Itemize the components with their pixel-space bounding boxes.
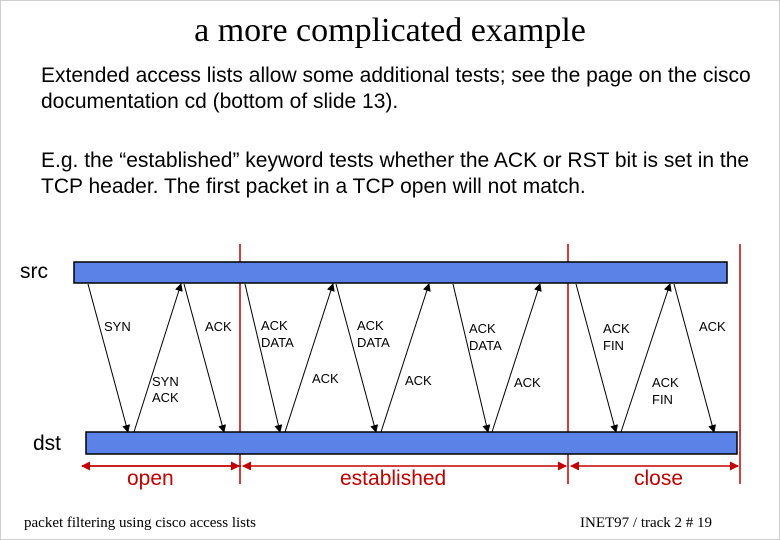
packet-ack-arrow [380, 283, 431, 433]
packet-label: ACK [514, 375, 541, 390]
phase-open-label: open [127, 467, 174, 490]
packet-label: SYN [104, 319, 131, 334]
slide-title: a more complicated example [194, 12, 586, 49]
packet-ack-data-arrow [335, 283, 379, 433]
dst-timeline-bar [85, 431, 738, 455]
packet-ack-fin-arrow [575, 283, 619, 433]
packet-ack-data-arrow [244, 283, 283, 433]
footer-right: INET97 / track 2 # 19 [580, 515, 713, 531]
phase-close-label: close [634, 467, 684, 490]
packet-label: ACK [312, 371, 339, 386]
packet-ack-arrow [183, 283, 227, 433]
packet-ack-data-arrow [452, 283, 491, 433]
packet-ack-arrow [673, 283, 717, 433]
packet-label: ACK [405, 373, 432, 388]
packet-syn-ack-arrow [133, 283, 183, 433]
footer-left: packet filtering using cisco access list… [24, 515, 257, 531]
packet-ack-fin-arrow [620, 283, 672, 433]
packet-ack-arrow [284, 283, 335, 433]
paragraph-established-keyword: E.g. the “established” keyword tests whe… [41, 149, 750, 198]
src-timeline-bar [73, 261, 728, 284]
dst-label: dst [33, 432, 62, 455]
packet-ack-arrow [491, 283, 542, 433]
packet-label: ACK [205, 319, 232, 334]
paragraph-extended-acl: Extended access lists allow some additio… [41, 64, 751, 113]
phase-established-label: established [340, 467, 447, 490]
packet-label: ACK [699, 319, 726, 334]
src-label: src [20, 260, 48, 283]
packet-syn-arrow [87, 283, 131, 433]
